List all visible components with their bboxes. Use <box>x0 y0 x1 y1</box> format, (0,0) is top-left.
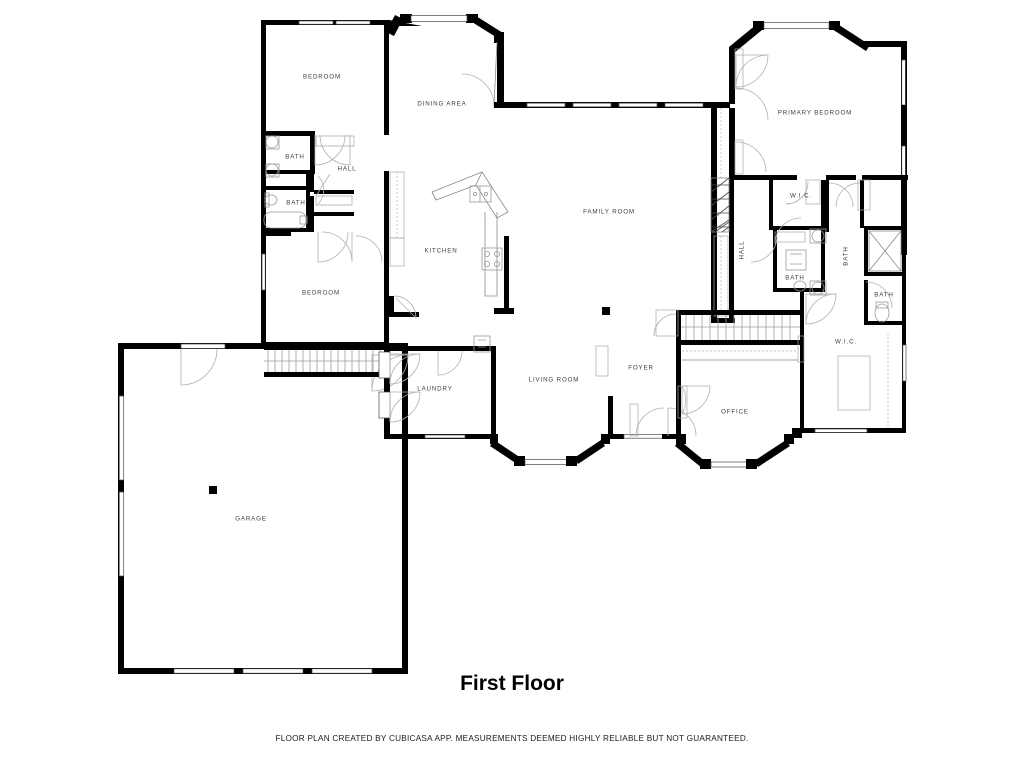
room-label-family-room: FAMILY ROOM <box>583 209 635 216</box>
room-label-hall-right: HALL <box>739 241 746 260</box>
room-label-laundry: LAUNDRY <box>417 386 452 393</box>
room-label-garage: GARAGE <box>235 516 267 523</box>
plan-markers <box>209 307 610 494</box>
marker-family-room <box>602 307 610 315</box>
page-title: First Floor <box>460 672 564 695</box>
fireplace-hatch <box>710 177 730 233</box>
room-labels: BEDROOM DINING AREA PRIMARY BEDROOM BATH HAL… <box>235 74 893 523</box>
bath-cluster-structure <box>750 179 907 433</box>
room-label-bath-mid: BATH <box>785 275 804 282</box>
room-label-kitchen: KITCHEN <box>424 248 457 255</box>
room-label-bath-lower-left: BATH <box>286 200 305 207</box>
dining-area-structure <box>386 14 730 108</box>
primary-bedroom-structure <box>729 21 908 255</box>
disclaimer-caption: FLOOR PLAN CREATED BY CUBICASA APP. MEAS… <box>275 734 749 743</box>
left-wing-structure <box>261 20 389 346</box>
room-label-foyer: FOYER <box>628 365 654 372</box>
right-hall-structure <box>710 108 735 323</box>
room-label-bedroom-lower: BEDROOM <box>302 290 340 297</box>
room-label-wic-primary: W.I.C. <box>790 193 812 200</box>
room-label-hall-left: HALL <box>338 166 357 173</box>
garage-structure <box>118 343 409 674</box>
room-label-office: OFFICE <box>721 409 749 416</box>
foyer-stairs-structure <box>653 309 800 437</box>
kitchen-structure <box>389 171 514 319</box>
living-room-perimeter <box>384 346 802 469</box>
room-label-bedroom-top: BEDROOM <box>303 74 341 81</box>
room-label-bath-corner: BATH <box>874 292 893 299</box>
room-label-bath-upper-left: BATH <box>285 154 304 161</box>
room-label-primary-bedroom: PRIMARY BEDROOM <box>778 110 852 117</box>
garage-stairs <box>264 346 388 377</box>
misc-fixtures <box>595 335 805 377</box>
room-label-dining-area: DINING AREA <box>417 101 466 108</box>
room-label-living-room: LIVING ROOM <box>529 377 580 384</box>
room-label-wic-office: W.I.C. <box>835 339 857 346</box>
room-label-bath-master: BATH <box>843 246 850 265</box>
marker-garage <box>209 486 217 494</box>
laundry-structure <box>378 335 496 436</box>
